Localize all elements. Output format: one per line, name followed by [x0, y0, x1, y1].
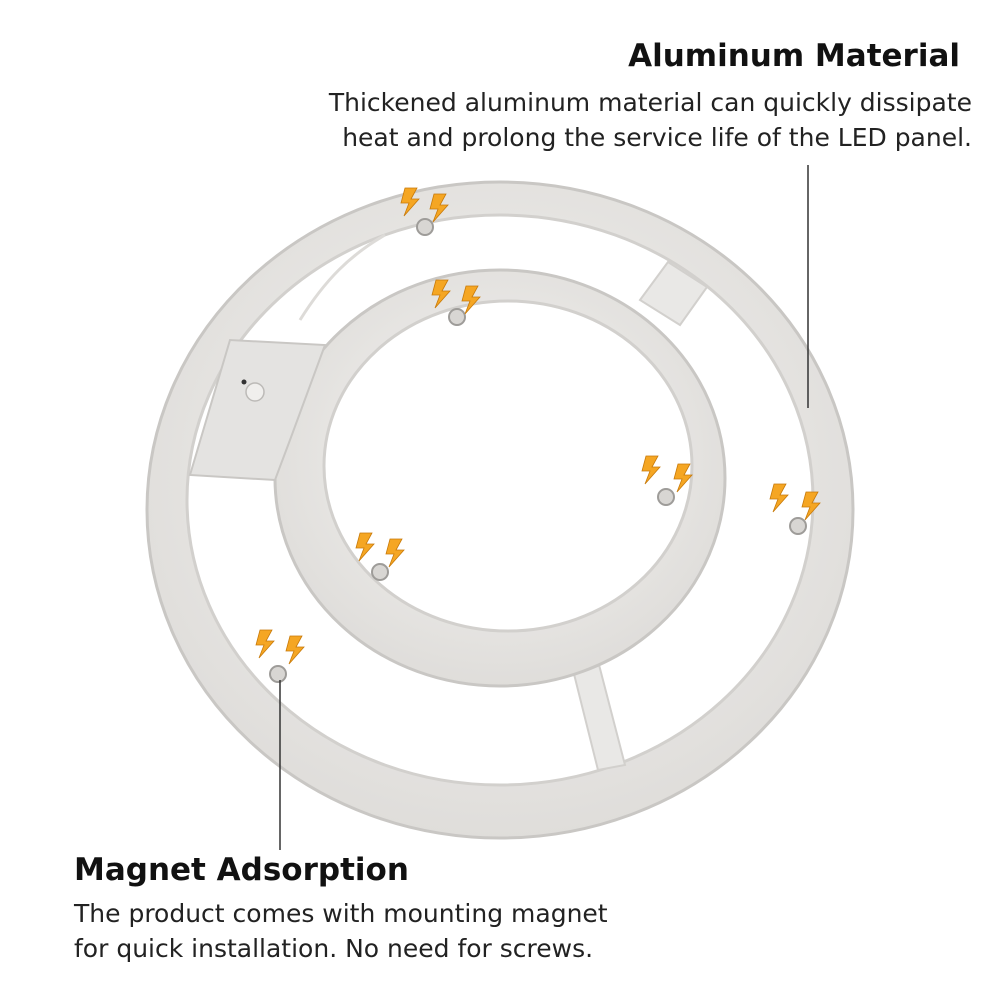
inner-ring	[273, 268, 727, 688]
magnet-outer-right	[769, 483, 821, 535]
aluminum-material-description: Thickened aluminum material can quickly …	[329, 85, 972, 155]
magnet-inner-right	[641, 455, 693, 506]
magnet-outer-left	[255, 629, 305, 683]
magnet-description-line: The product comes with mounting magnet	[74, 899, 608, 928]
magnet-description-line: for quick installation. No need for scre…	[74, 934, 594, 963]
magnet-adsorption-title: Magnet Adsorption	[74, 852, 409, 888]
aluminum-description-line: heat and prolong the service life of the…	[342, 123, 972, 152]
aluminum-material-title: Aluminum Material	[628, 38, 960, 74]
magnet-outer-top	[400, 187, 449, 236]
magnet-adsorption-description: The product comes with mounting magnet f…	[74, 896, 608, 966]
aluminum-description-line: Thickened aluminum material can quickly …	[328, 88, 972, 117]
magnet-inner-left	[355, 532, 405, 581]
magnet-inner-top	[431, 279, 481, 326]
driver-box	[188, 233, 386, 482]
